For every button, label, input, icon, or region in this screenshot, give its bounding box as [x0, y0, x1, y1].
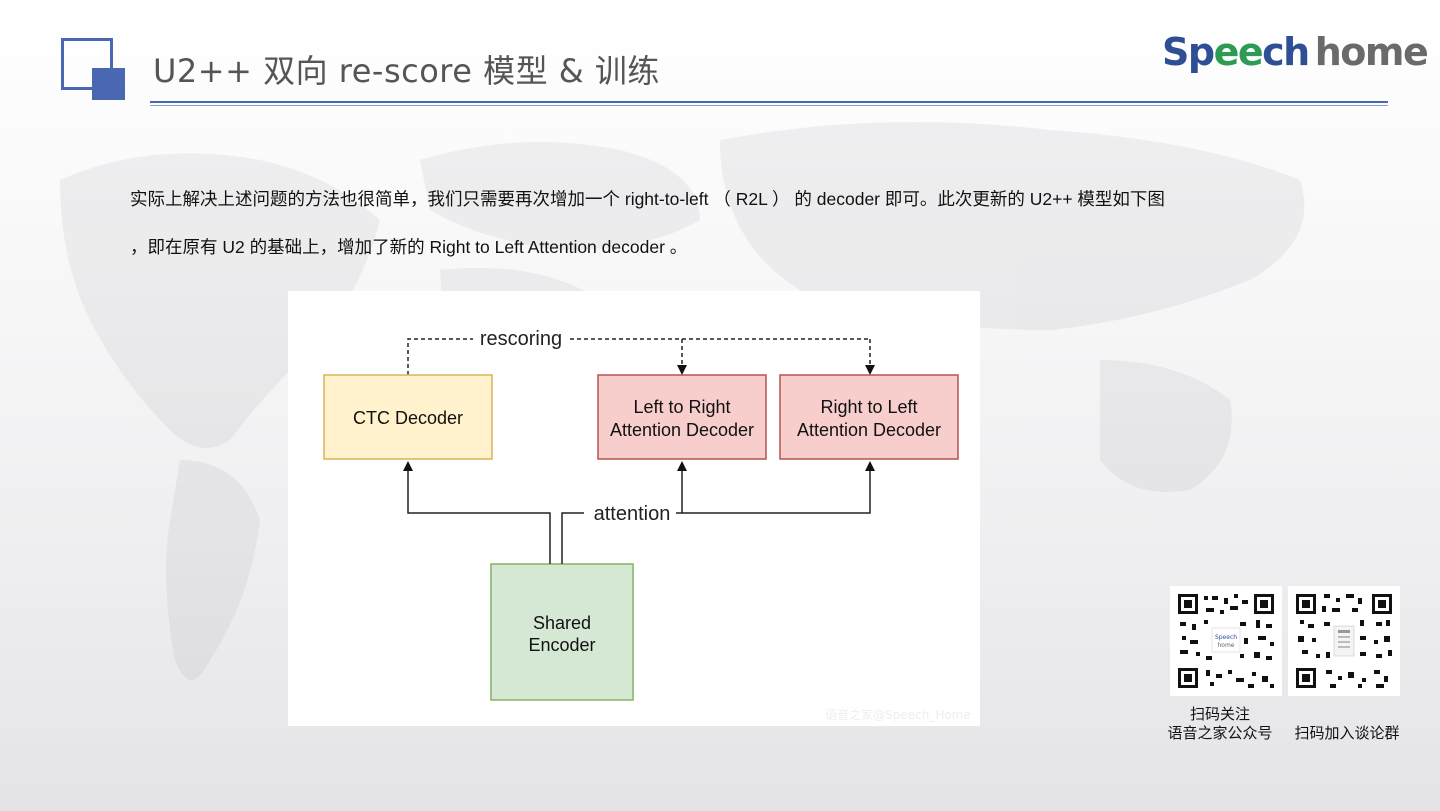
r2l-label-line1: Right to Left	[820, 397, 917, 417]
qr-code-icon: Speech home	[1170, 586, 1282, 696]
encoder-output-connectors	[407, 469, 871, 564]
qr1-caption-line1: 扫码关注	[1189, 706, 1250, 723]
slide-title: U2++ 双向 re-score 模型 & 训练	[153, 52, 660, 90]
slide-logo-mark	[61, 38, 125, 102]
ctc-decoder-label: CTC Decoder	[353, 408, 463, 428]
arrowhead-to-ctc	[403, 461, 413, 471]
l2r-label-line2: Attention Decoder	[610, 420, 754, 440]
u2pp-architecture-diagram: rescoring CTC Decoder Left to Right Atte…	[288, 291, 980, 726]
encoder-label-line1: Shared	[533, 613, 591, 633]
arrowhead-to-r2l	[865, 365, 875, 375]
attention-label: attention	[594, 503, 671, 525]
rescoring-label: rescoring	[480, 328, 562, 350]
r2l-label-line2: Attention Decoder	[797, 420, 941, 440]
ctc-decoder-box: CTC Decoder	[323, 374, 493, 460]
svg-text:home: home	[1217, 642, 1234, 649]
rescoring-connector	[407, 338, 871, 375]
arrowhead-to-l2r-bottom	[677, 461, 687, 471]
body-text-line-2: ，即在原有 U2 的基础上，增加了新的 Right to Left Attent…	[130, 237, 688, 257]
right-to-left-decoder-box: Right to Left Attention Decoder	[779, 374, 959, 460]
arrowhead-to-r2l-bottom	[865, 461, 875, 471]
svg-text:Speech: Speech	[1215, 634, 1237, 641]
qr1-caption-line2: 语音之家公众号	[1167, 725, 1273, 742]
encoder-label-line2: Encoder	[528, 635, 595, 655]
logo-square-outline	[61, 38, 113, 90]
logo-square-fill	[92, 68, 125, 100]
diagram-watermark: 语音之家@Speech_Home	[825, 707, 971, 722]
qr-code-icon	[1288, 586, 1400, 696]
arrowhead-to-l2r	[677, 365, 687, 375]
qr2-caption: 扫码加入谈论群	[1294, 725, 1400, 742]
l2r-label-line1: Left to Right	[633, 397, 730, 417]
shared-encoder-box: Shared Encoder	[490, 563, 634, 701]
left-to-right-decoder-box: Left to Right Attention Decoder	[597, 374, 767, 460]
body-text-line-1: 实际上解决上述问题的方法也很简单，我们只需要再次增加一个 right-to-le…	[130, 189, 1165, 209]
title-underline	[150, 101, 1388, 106]
